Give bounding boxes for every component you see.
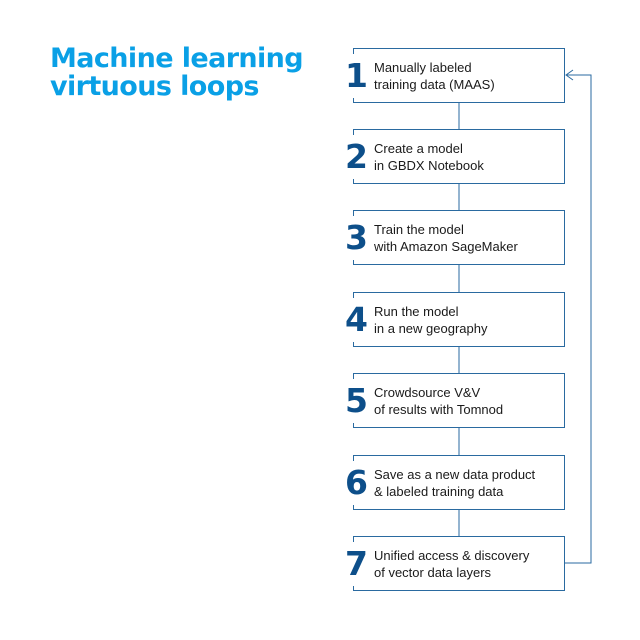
step-5-label-line-1: Crowdsource V&V xyxy=(374,385,481,400)
title-line-2: virtuous loops xyxy=(50,71,260,102)
step-4-box: 4 Run the model in a new geography xyxy=(345,292,565,347)
step-5-box: 5 Crowdsource V&V of results with Tomnod xyxy=(345,373,565,428)
step-5-label-line-2: of results with Tomnod xyxy=(374,402,504,417)
step-6-label-line-2: & labeled training data xyxy=(374,484,504,499)
step-1-box: 1 Manually labeled training data (MAAS) xyxy=(345,48,565,103)
step-7-label: Unified access & discovery of vector dat… xyxy=(374,547,529,581)
step-3-label: Train the model with Amazon SageMaker xyxy=(374,221,518,255)
step-2-label-line-2: in GBDX Notebook xyxy=(374,158,484,173)
page-title: Machine learning virtuous loops xyxy=(50,45,320,101)
step-3-label-line-1: Train the model xyxy=(374,222,464,237)
step-5-label: Crowdsource V&V of results with Tomnod xyxy=(374,384,503,418)
step-1-label: Manually labeled training data (MAAS) xyxy=(374,59,495,93)
step-6-label-line-1: Save as a new data product xyxy=(374,467,536,482)
step-1-label-line-1: Manually labeled xyxy=(374,60,472,75)
step-2-label-line-1: Create a model xyxy=(374,141,463,156)
step-4-label-line-2: in a new geography xyxy=(374,321,488,336)
step-7-box: 7 Unified access & discovery of vector d… xyxy=(345,536,565,591)
step-3-label-line-2: with Amazon SageMaker xyxy=(374,239,518,254)
step-6-number: 6 xyxy=(345,461,368,505)
step-3-box: 3 Train the model with Amazon SageMaker xyxy=(345,210,565,265)
step-5-number: 5 xyxy=(345,379,368,423)
step-7-label-line-2: of vector data layers xyxy=(374,565,492,580)
step-4-label: Run the model in a new geography xyxy=(374,303,487,337)
step-7-label-line-1: Unified access & discovery xyxy=(374,548,530,563)
loop-back-arrowhead xyxy=(565,69,574,81)
step-4-label-line-1: Run the model xyxy=(374,304,459,319)
step-1-number: 1 xyxy=(345,54,368,98)
step-2-label: Create a model in GBDX Notebook xyxy=(374,140,484,174)
loop-back-connector xyxy=(565,74,592,564)
step-2-box: 2 Create a model in GBDX Notebook xyxy=(345,129,565,184)
step-3-number: 3 xyxy=(345,216,368,260)
step-7-number: 7 xyxy=(345,542,368,586)
step-6-box: 6 Save as a new data product & labeled t… xyxy=(345,455,565,510)
title-line-1: Machine learning xyxy=(50,43,304,74)
step-2-number: 2 xyxy=(345,135,368,179)
step-4-number: 4 xyxy=(345,298,368,342)
step-1-label-line-2: training data (MAAS) xyxy=(374,77,495,92)
step-6-label: Save as a new data product & labeled tra… xyxy=(374,466,535,500)
